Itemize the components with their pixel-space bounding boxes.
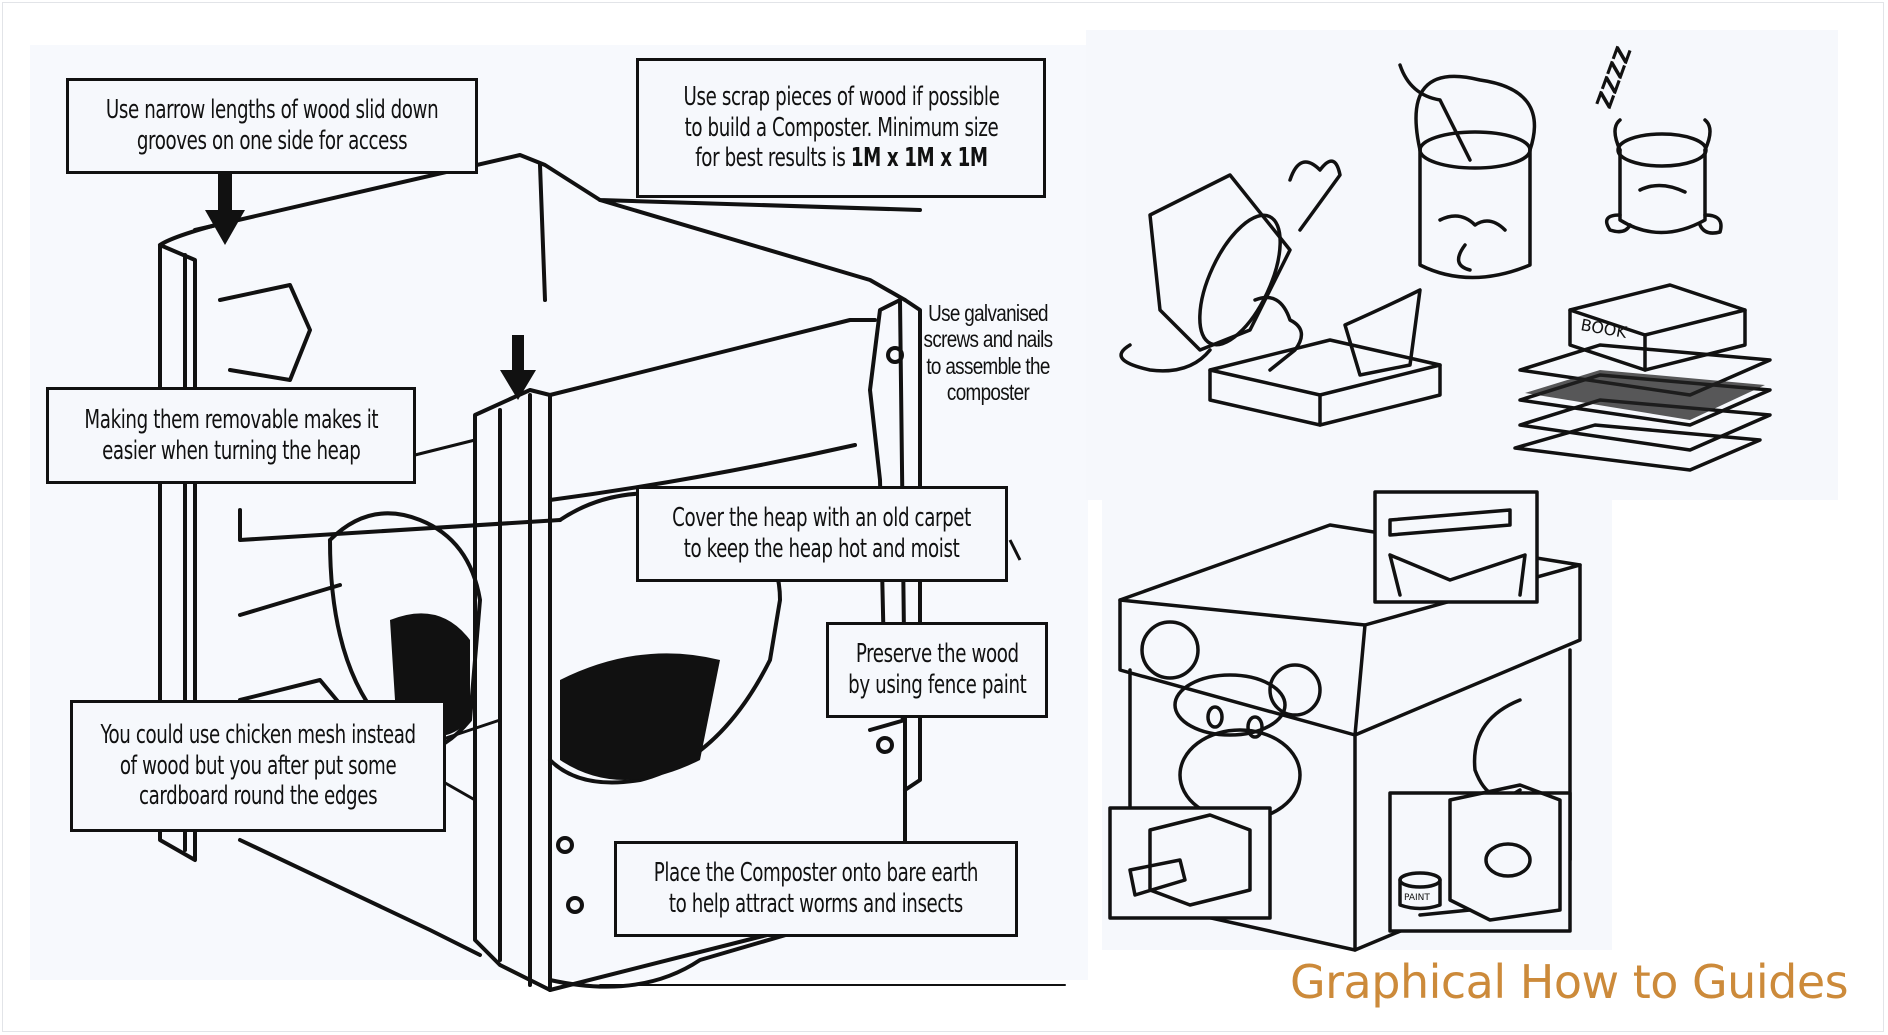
callout-fence-paint: Preserve the wood by using fence paint [826, 622, 1048, 718]
inset-hand-tube [1108, 806, 1272, 920]
callout-line: to keep the heap hot and moist [684, 534, 960, 564]
stirring-paint-pot-icon [1398, 63, 1537, 280]
compost-fill-front [560, 653, 720, 780]
callout-line: to help attract worms and insects [668, 889, 964, 919]
paint-label: PAINT [1404, 893, 1430, 903]
callout-line: of wood but you after put some [119, 750, 397, 781]
monkey-ear-icon [1140, 620, 1200, 680]
callout-line: Place the Composter onto bare earth [653, 858, 979, 889]
callout-line: composter [946, 379, 1030, 406]
callout-removable: Making them removable makes it easier wh… [46, 387, 416, 484]
sleeping-paint-pot-icon [1604, 118, 1723, 235]
callout-line: Use scrap pieces of wood if possible [683, 81, 999, 112]
tipping-paint-pot-icon [1119, 159, 1342, 373]
callout-line: by using fence paint [847, 670, 1027, 700]
callout-line: Cover the heap with an old carpet [672, 503, 972, 534]
inset-painting-face [1388, 791, 1572, 933]
callout-line: Use narrow lengths of wood slid down [105, 95, 439, 126]
callout-narrow-lengths: Use narrow lengths of wood slid down gro… [66, 78, 478, 174]
arrow-down-icon [205, 170, 245, 245]
callout-chicken-mesh: You could use chicken mesh instead of wo… [70, 700, 446, 832]
callout-carpet: Cover the heap with an old carpet to kee… [636, 486, 1008, 582]
callout-line: screws and nails [923, 326, 1054, 353]
minimum-size-value: 1M x 1M x 1M [850, 143, 988, 174]
top-right-rail [598, 198, 907, 302]
top-back-rail [193, 153, 922, 232]
mesh-layer [1525, 370, 1765, 420]
callout-line: Making them removable makes it [84, 404, 378, 435]
callout-line: You could use chicken mesh instead [100, 719, 416, 750]
callout-galvanised: Use galvanised screws and nails to assem… [922, 300, 1054, 406]
arrow-down-icon [500, 335, 536, 400]
front-panel-top [548, 318, 877, 397]
book-press-stack-icon [1513, 283, 1772, 472]
callout-line: Preserve the wood [855, 639, 1019, 670]
callout-line: Use galvanised [928, 300, 1048, 326]
callout-line: cardboard round the edges [138, 781, 378, 812]
brand-title: Graphical How to Guides [1290, 955, 1849, 1009]
callout-scrap-wood: Use scrap pieces of wood if possible to … [636, 58, 1046, 198]
callout-line: grooves on one side for access [136, 126, 408, 156]
callout-line: for best results is [694, 143, 846, 174]
box-with-mesh-icon [1208, 288, 1442, 427]
callout-bare-earth: Place the Composter onto bare earth to h… [614, 841, 1018, 937]
callout-line: easier when turning the heap [101, 435, 361, 466]
callout-line: to assemble the [926, 352, 1050, 379]
callout-line: to build a Composter. Minimum size [684, 112, 998, 143]
